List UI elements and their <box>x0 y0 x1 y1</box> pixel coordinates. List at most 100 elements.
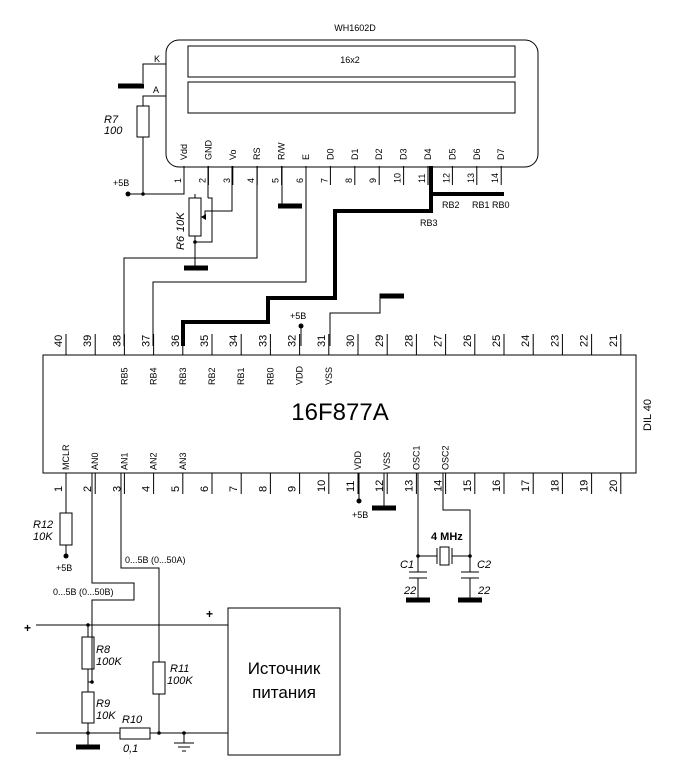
mcu-pin-number: 11 <box>345 481 357 492</box>
mcu-pin: 27 <box>433 334 447 355</box>
bus-d4-d7[interactable] <box>181 166 433 346</box>
mcu-pin-number: 39 <box>82 335 94 347</box>
lcd-pin-number: 5 <box>271 178 281 183</box>
mcu-pin-name: AN0 <box>90 452 100 470</box>
mcu-pin-number: 36 <box>170 335 182 347</box>
mcu-pin: 21 <box>608 334 622 355</box>
lcd-pin-number: 3 <box>222 178 232 183</box>
lcd-pin-name: D4 <box>423 148 433 160</box>
mcu-pin: 5 AN3 <box>170 452 188 494</box>
resistor-r7: R7 100 <box>104 105 150 194</box>
lcd-screen-line1 <box>187 45 516 78</box>
mcu-pin: 26 <box>462 334 476 355</box>
mcu-pin: 40 <box>53 334 67 355</box>
r6-body <box>188 197 202 237</box>
mcu-body <box>42 354 637 474</box>
lcd-pin-name: D1 <box>350 148 360 160</box>
mcu-pin-number: 5 <box>170 486 182 492</box>
r6-value: 10K <box>175 212 187 232</box>
c2-value: 22 <box>477 585 490 597</box>
lcd-body <box>165 39 539 168</box>
mcu-pin-number: 34 <box>228 335 240 347</box>
mcu-pin: 28 <box>403 334 417 355</box>
mcu-pin-name: RB2 <box>207 367 217 385</box>
mcu-pin: 24 <box>520 334 534 355</box>
lcd-screen-line2 <box>187 81 516 114</box>
mcu-pin-name: RB3 <box>178 367 188 385</box>
mcu-pin-number: 16 <box>491 480 503 492</box>
mcu-pin-number: 27 <box>433 335 445 347</box>
p5v-mcu11-dot <box>356 498 362 504</box>
wire-an1 <box>120 473 160 662</box>
p5v-mclr-dot <box>63 553 69 559</box>
r12-value: 10K <box>33 531 53 543</box>
crystal-label: 4 MHz <box>431 531 463 543</box>
resistor-r12: +5В R12 10K <box>33 473 73 573</box>
mcu-pin-name: AN3 <box>178 452 188 470</box>
mcu-pin-name: VDD <box>295 365 305 385</box>
mcu-pin: 7 <box>228 473 242 494</box>
lcd-pin-name: D2 <box>374 148 384 160</box>
p5v-mclr-label: +5В <box>56 563 72 573</box>
r7-value: 100 <box>104 125 123 137</box>
lcd-pin-name: GND <box>203 140 213 161</box>
r7-body <box>136 105 150 138</box>
lcd-screen-label: 16x2 <box>340 55 360 65</box>
lcd-pin: D07 <box>319 148 335 185</box>
crystal <box>439 546 450 566</box>
r10-value: 0,1 <box>123 743 138 755</box>
mcu-pin: 30 <box>345 334 359 355</box>
lcd-pin-name: D0 <box>325 148 335 160</box>
lcd-a-label: A <box>153 85 159 95</box>
mcu-pin-number: 1 <box>53 486 65 492</box>
wire-rs-rb5 <box>123 166 258 346</box>
mcu-pin-number: 23 <box>549 335 561 347</box>
mcu-pin: 8 <box>257 473 271 494</box>
mcu-pin: 2 AN0 <box>82 452 100 494</box>
mcu-pin-name: OSC1 <box>411 445 421 470</box>
lcd-mcu-wiring: RB2 RB1 RB0 RB3 +5В <box>123 166 510 346</box>
mcu-pin-number: 12 <box>374 480 386 492</box>
power-source-line2: питания <box>252 683 316 702</box>
mcu-pin-number: 21 <box>608 335 620 347</box>
mcu-pin-name: VSS <box>382 452 392 470</box>
mcu-pin-number: 2 <box>82 486 94 492</box>
lcd-k-label: K <box>154 54 160 64</box>
mcu-pin-number: 31 <box>316 335 328 347</box>
an0-range-label: 0...5В (0...50В) <box>53 587 114 597</box>
mcu-pin-number: 9 <box>287 486 299 492</box>
mcu-package: DIL 40 <box>642 399 654 431</box>
lcd-pin: RS4 <box>246 147 262 185</box>
r12-body <box>59 512 73 546</box>
mcu-pin-number: 38 <box>111 335 123 347</box>
lcd-pin-number: 1 <box>173 178 183 183</box>
mcu-pin-number: 7 <box>228 486 240 492</box>
r7-name: R7 <box>104 114 119 126</box>
wire-e-rb4 <box>152 166 307 346</box>
mcu-pin-number: 15 <box>462 480 474 492</box>
mcu-pin-name: AN2 <box>149 452 159 470</box>
bus-label-rb3: RB3 <box>420 218 438 228</box>
lcd-power: +5В <box>113 166 185 197</box>
mcu-pin-number: 3 <box>111 486 123 492</box>
lcd-pin-number: 4 <box>246 178 256 183</box>
lcd-pin-number: 9 <box>368 178 378 183</box>
mcu-bottom-power: +5В <box>352 473 396 520</box>
mcu-pin: 6 <box>199 473 213 494</box>
mcu-pin-number: 37 <box>141 335 153 347</box>
mcu-pin-name: RB0 <box>265 367 275 385</box>
mcu-pin-number: 10 <box>316 480 328 492</box>
mcu-pin: 25 <box>491 334 505 355</box>
lcd-pin-number: 8 <box>344 178 354 183</box>
